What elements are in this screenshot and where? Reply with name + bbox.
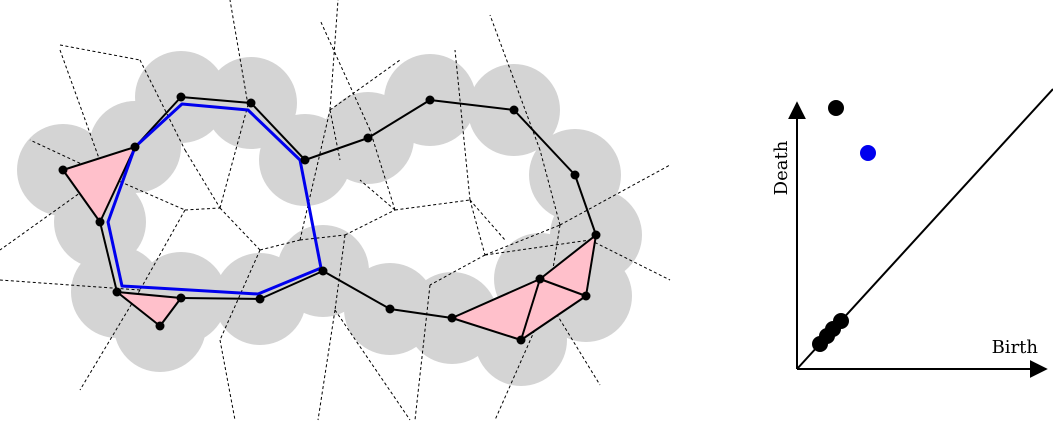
voronoi-edge: [219, 207, 261, 251]
complex-edge: [520, 278, 541, 341]
vertex: [385, 304, 395, 314]
complex-edge: [429, 99, 515, 111]
vertex: [447, 313, 457, 323]
complex-edge: [304, 137, 369, 161]
vertex: [112, 287, 122, 297]
vertex: [58, 165, 68, 175]
persistence-points: [812, 100, 876, 352]
voronoi-edge: [329, 0, 339, 111]
vertex: [363, 133, 373, 143]
voronoi-edge: [79, 289, 141, 391]
voronoi-edge: [299, 109, 331, 241]
vertex: [509, 105, 519, 115]
persistence-diagram: Birth Death: [771, 88, 1053, 378]
vertex: [255, 294, 265, 304]
voronoi-edge: [394, 199, 471, 211]
complex-edge: [180, 297, 261, 300]
voronoi-edge: [329, 109, 341, 161]
voronoi-edge: [59, 44, 141, 61]
voronoi-edge: [139, 59, 186, 151]
voronoi-edge: [484, 239, 591, 256]
complex-edge: [250, 102, 306, 161]
point-cloud-complex: [0, 0, 671, 421]
voronoi-edge: [184, 207, 221, 211]
voronoi-edge: [359, 179, 396, 211]
vertex: [130, 142, 140, 152]
vertex: [300, 155, 310, 165]
voronoi-edge: [319, 19, 371, 131]
vertex: [425, 95, 435, 105]
complex-edge: [539, 278, 587, 297]
complex-edge: [539, 234, 597, 280]
voronoi-edge: [139, 209, 186, 291]
complex-vertices: [58, 92, 601, 345]
complex-edge: [99, 221, 118, 293]
pink-triangle: [521, 279, 586, 340]
voronoi-edge: [334, 234, 346, 311]
pink-triangle: [63, 147, 135, 222]
voronoi-edge: [469, 199, 506, 241]
voronoi-edge: [259, 239, 301, 251]
voronoi-edge: [589, 239, 671, 281]
voronoi-edge: [104, 174, 186, 211]
vertex: [176, 293, 186, 303]
complex-edge: [389, 308, 453, 319]
voronoi-edge: [469, 199, 486, 256]
vertex: [516, 335, 526, 345]
complex-edge: [322, 270, 391, 310]
complex-edge: [62, 169, 101, 223]
persistence-point: [860, 145, 876, 161]
voronoi-edge: [559, 164, 671, 226]
complex-edge: [451, 317, 522, 341]
complex-edge: [116, 291, 182, 299]
complex-edge: [513, 109, 576, 176]
vertex: [570, 170, 580, 180]
complex-edges: [62, 96, 597, 341]
voronoi-edge: [484, 224, 561, 256]
complex-edge: [520, 295, 587, 341]
complex-edge: [116, 291, 161, 327]
vertex: [581, 291, 591, 301]
voronoi-edge: [414, 284, 431, 421]
complex-edge: [259, 270, 324, 300]
persistence-point: [833, 313, 849, 329]
voronoi-edge: [299, 234, 346, 241]
voronoi-edge: [429, 254, 486, 286]
voronoi-edge: [334, 309, 411, 421]
vertex: [246, 98, 256, 108]
voronoi-diagram: [0, 0, 671, 421]
voronoi-edge: [344, 209, 396, 236]
death-axis-label: Death: [771, 140, 792, 195]
voronoi-edge: [219, 104, 249, 209]
voronoi-edge: [59, 49, 106, 176]
voronoi-edge: [329, 59, 401, 111]
vertex: [591, 230, 601, 240]
voronoi-edge: [539, 149, 561, 226]
complex-edge: [180, 96, 252, 104]
pink-triangle: [540, 235, 596, 296]
voronoi-edge: [219, 339, 236, 421]
voronoi-edge: [317, 309, 336, 421]
voronoi-edge: [369, 129, 396, 211]
voronoi-edge: [184, 149, 221, 209]
birth-axis-label: Birth: [992, 337, 1039, 358]
complex-edge: [451, 278, 541, 319]
complex-edge: [367, 99, 431, 139]
complex-edge: [585, 234, 597, 297]
vertex: [535, 274, 545, 284]
vertex: [176, 92, 186, 102]
pink-triangle: [117, 292, 181, 326]
vertex: [95, 217, 105, 227]
complex-edge: [62, 146, 136, 171]
vertex: [155, 321, 165, 331]
persistence-point: [828, 100, 844, 116]
vertex: [318, 266, 328, 276]
voronoi-edge: [229, 0, 249, 106]
complex-edge: [574, 174, 597, 236]
complex-edge: [159, 297, 182, 327]
